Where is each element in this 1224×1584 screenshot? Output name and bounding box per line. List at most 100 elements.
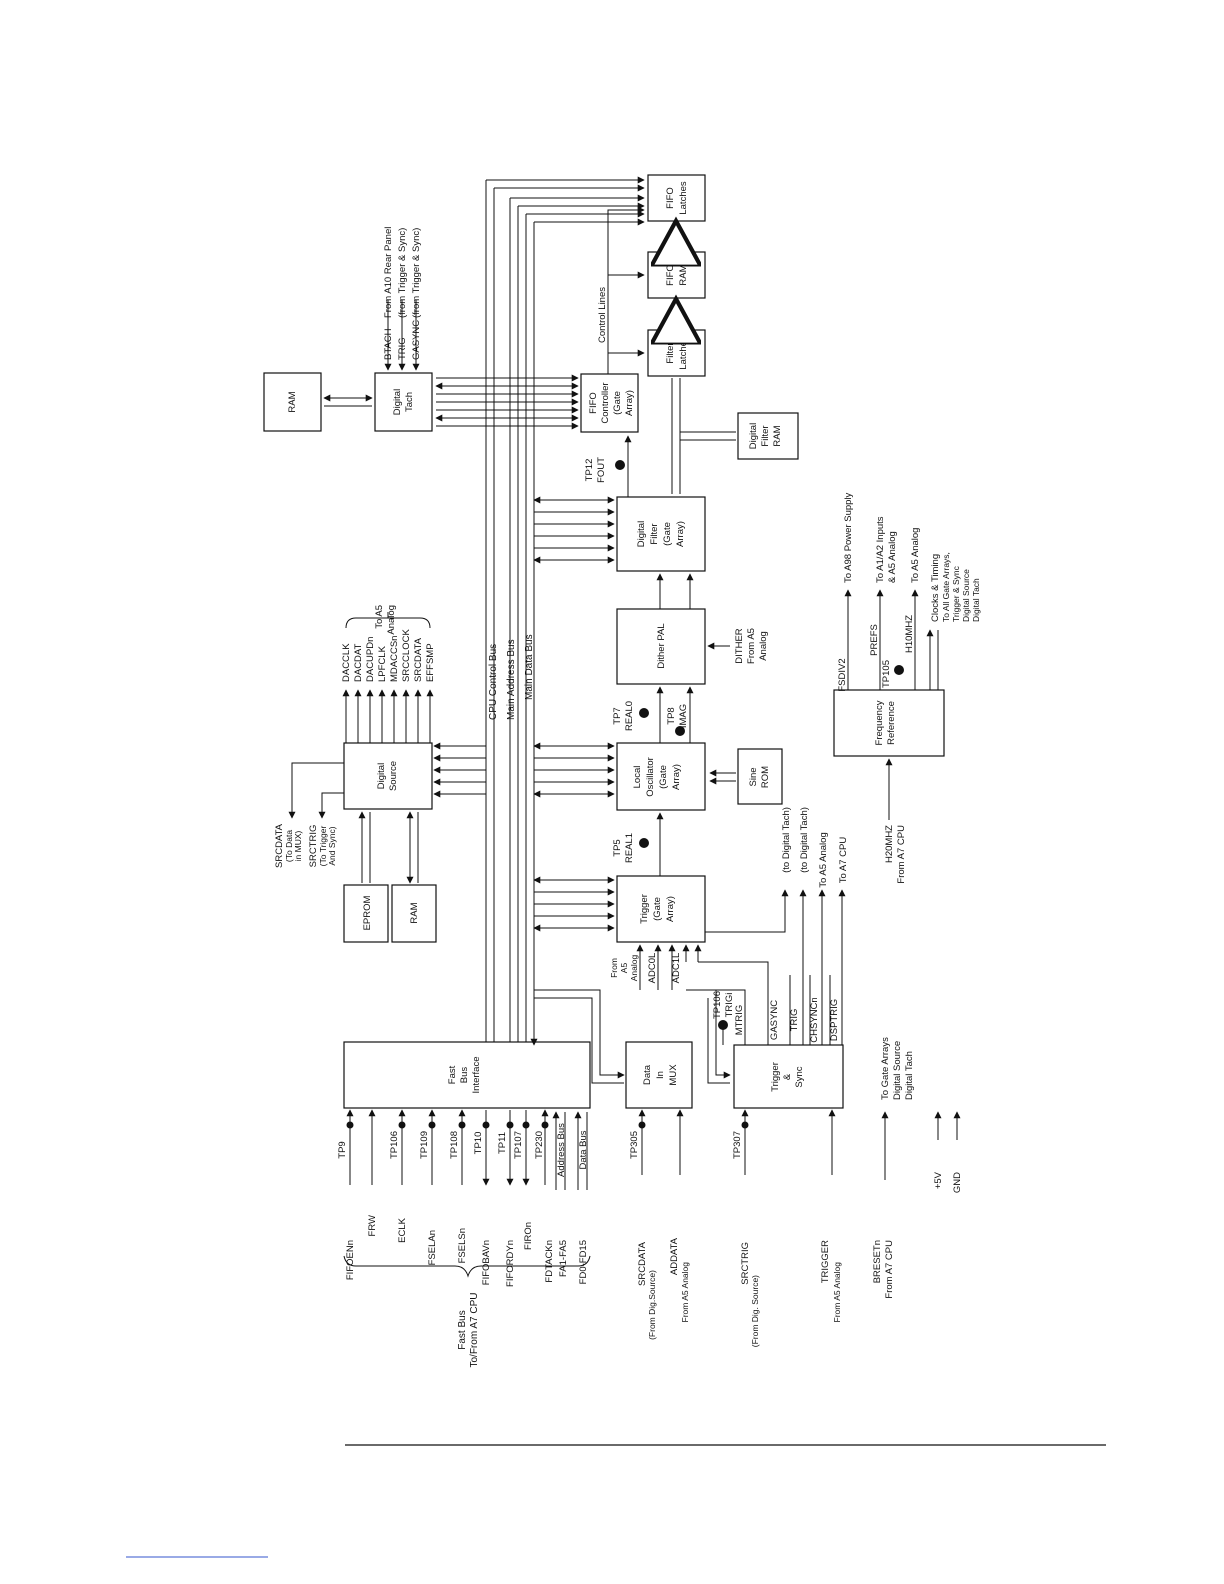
to-a5-label-2: Analog xyxy=(386,605,397,635)
sync-in-srctrig-note: (From Dig. Source) xyxy=(750,1275,760,1347)
local-oscillator-label-2: Oscillator xyxy=(645,757,656,797)
sync-in-trigger-note: From A5 Analog xyxy=(832,1262,842,1323)
srctrig-out-2: (To Trigger xyxy=(318,826,328,867)
trigger-out-3: To A5 Analog xyxy=(818,832,829,887)
fast-bus-test-points xyxy=(346,1121,549,1129)
from-a5-label-1: From xyxy=(609,958,619,978)
prefs-dest-1: To A1/A2 Inputs xyxy=(875,516,886,583)
clocks-dest-2: To All Gate Arrays, xyxy=(941,552,951,622)
btach-note: From A10 Rear Panel xyxy=(383,227,394,318)
digital-source-outputs xyxy=(342,689,434,743)
ds-out-dacdat: DACDAT xyxy=(353,643,364,682)
h20mhz-label: H20MHZ xyxy=(884,825,895,863)
digital-filter-block xyxy=(616,496,706,572)
trigger-label-3: Array) xyxy=(665,896,676,922)
trigger-out-2: (to Digital Tach) xyxy=(799,807,810,873)
fast-bus-caption-1: Fast Bus xyxy=(457,1310,468,1349)
fifo-controller-block xyxy=(580,373,639,433)
fsdiv2-dest: To A98 Power Supply xyxy=(843,492,854,583)
digital-filter-ram-label-2: Filter xyxy=(760,425,771,446)
tp106-trig-sub-label: TRIGi xyxy=(724,993,735,1018)
address-bus-label: Address Bus xyxy=(556,1123,567,1177)
eprom-label: EPROM xyxy=(362,895,373,930)
h20mhz-note: From A7 CPU xyxy=(896,825,907,884)
ts-label-2: & xyxy=(782,1073,793,1080)
dither-label-3: Analog xyxy=(758,631,769,661)
tp105-point xyxy=(894,665,904,675)
digital-filter-ram-label-1: Digital xyxy=(748,423,759,449)
bus-taps xyxy=(433,374,615,932)
ts-label-3: Sync xyxy=(794,1066,805,1087)
adc0l-label: ADC0L xyxy=(647,953,658,984)
tp8-sub-label: IMAG xyxy=(678,704,689,728)
gasync-in-label: GASYNC xyxy=(411,320,422,360)
fsdiv2-label: FSDIV2 xyxy=(837,658,848,691)
gasync-in-note: (from Trigger & Sync) xyxy=(411,228,422,318)
local-oscillator-label-4: Array) xyxy=(671,764,682,790)
ram-bottom-block xyxy=(391,884,437,943)
sig-firon: FIROn xyxy=(523,1222,534,1250)
tp109-label: TP109 xyxy=(419,1131,430,1159)
digital-tach-label-2: Tach xyxy=(404,392,415,412)
cpu-control-bus-label: CPU Control Bus xyxy=(488,644,499,720)
h10mhz-dest: To A5 Analog xyxy=(910,528,921,583)
sig-eclk: ECLK xyxy=(397,1217,408,1242)
adc1l-label: ADC1L xyxy=(671,953,682,984)
gnd-label: GND xyxy=(952,1172,963,1193)
srcdata-out-2: (To Data xyxy=(284,830,294,862)
srctrig-out-1: SRCTRIG xyxy=(308,825,319,868)
trig-in-label: TRIG xyxy=(397,337,408,360)
fifo-ram-label-2: RAM xyxy=(678,264,689,285)
data-bus-label: Data Bus xyxy=(578,1130,589,1169)
local-oscillator-label-3: (Gate xyxy=(658,765,669,789)
ds-out-srcclock: SRCCLOCK xyxy=(401,629,412,682)
prefs-label: PREFS xyxy=(869,624,880,656)
digital-filter-label-2: Filter xyxy=(649,523,660,544)
ds-out-dacupdn: DACUPDn xyxy=(365,637,376,682)
tp106-label: TP106 xyxy=(389,1131,400,1159)
ram-top-label: RAM xyxy=(287,391,298,412)
main-data-bus xyxy=(525,214,535,1045)
breset-dest-1: To Gate Arrays xyxy=(880,1037,891,1100)
to-a5-label-1: To A5 xyxy=(374,605,385,629)
breset-label: BRESETn xyxy=(872,1240,883,1283)
digital-filter-label-1: Digital xyxy=(636,521,647,547)
digital-filter-label-4: Array) xyxy=(675,521,686,547)
cpu-control-bus xyxy=(485,180,495,1045)
tp305-point xyxy=(638,1121,646,1129)
tp7-point xyxy=(639,708,649,718)
digital-source-label-1: Digital xyxy=(376,763,387,789)
local-oscillator-block xyxy=(616,742,706,811)
ram-top-block xyxy=(263,372,322,432)
fifo-latches-block xyxy=(647,174,706,222)
clocks-dest-1: Clocks & Timing xyxy=(930,554,941,622)
srcdata-out-1: SRCDATA xyxy=(274,823,285,868)
filter-latches-label-2: Latches xyxy=(678,336,689,370)
breset-dest-3: Digital Tach xyxy=(904,1051,915,1100)
sig-fdtackn: FDTACKn xyxy=(544,1240,555,1283)
main-data-bus-label: Main Data Bus xyxy=(524,634,535,700)
eprom-block xyxy=(343,884,389,943)
dither-pal-label: Dither PAL xyxy=(656,623,667,668)
mux-in-srcdata: SRCDATA xyxy=(637,1241,648,1286)
sync-signal-chsyncn: CHSYNCn xyxy=(809,997,820,1042)
sig-fifordyn: FIFORDYn xyxy=(505,1240,516,1287)
digital-tach-block xyxy=(374,372,433,432)
fifo-controller-label-2: Controller xyxy=(600,382,611,423)
h10mhz-label: H10MHZ xyxy=(904,615,915,653)
prefs-dest-2: & A5 Analog xyxy=(887,531,898,583)
sine-rom-block xyxy=(737,748,783,805)
tp307-point xyxy=(741,1121,749,1129)
fifo-controller-label-3: (Gate xyxy=(612,391,623,415)
tp9-label: TP9 xyxy=(337,1141,348,1158)
digital-filter-ram-label-3: RAM xyxy=(772,425,783,446)
srctrig-out-3: And Sync) xyxy=(327,826,337,865)
fast-bus-brace xyxy=(343,1255,591,1278)
tp305-label: TP305 xyxy=(629,1131,640,1159)
sine-rom-label-2: ROM xyxy=(760,766,771,788)
fifo-ram-label-1: FIFO xyxy=(665,264,676,286)
tp230-label: TP230 xyxy=(534,1131,545,1159)
fifo-latches-label-1: FIFO xyxy=(665,187,676,209)
ts-label-1: Trigger xyxy=(770,1062,781,1092)
